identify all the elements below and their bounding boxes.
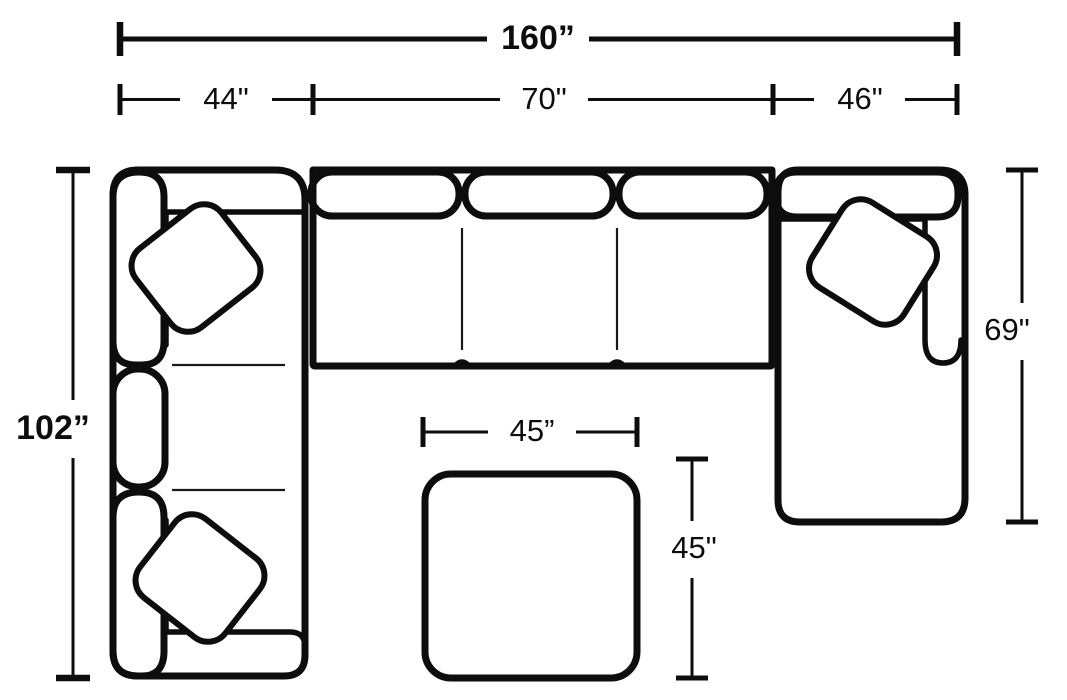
ottoman-group: [421, 470, 641, 682]
dimension-chaise-depth: 69": [984, 167, 1038, 525]
dimension-label-segment-right: 46": [837, 81, 883, 116]
center-section-body: [309, 166, 776, 370]
left-arm-facing-section: [109, 166, 309, 680]
dimension-segments-row: 44" 70" 46": [117, 81, 960, 116]
pillow-bottom-left: [132, 511, 268, 645]
dimension-ottoman-depth: 45": [671, 456, 717, 681]
ottoman-body: [421, 470, 641, 682]
dimension-label-overall-depth: 102”: [16, 409, 90, 447]
chaise-inner-arm: [922, 216, 964, 366]
center-seat-notch-1: [452, 359, 472, 369]
dimension-label-overall-width: 160”: [501, 19, 575, 57]
dimension-ottoman-width: 45”: [420, 413, 640, 448]
pillow-top-left: [128, 201, 264, 335]
chaise-back-cushion: [772, 168, 962, 221]
left-arm-segment-top: [109, 168, 168, 369]
pillow-chaise: [806, 196, 940, 328]
pillow-chaise-group: [806, 196, 940, 328]
pillow-bottom-left-group: [132, 511, 268, 645]
back-cushion-2: [461, 168, 617, 220]
dimension-overall-width: 160”: [116, 19, 961, 57]
center-armless-section: [307, 166, 776, 370]
back-cushion-1: [307, 168, 463, 220]
left-arm-segment-middle: [109, 365, 169, 491]
dimension-label-chaise-depth: 69": [984, 312, 1030, 347]
back-cushion-3: [615, 168, 771, 220]
dimension-label-ottoman-depth: 45": [671, 530, 717, 565]
left-bottom-corner-edge: [163, 629, 308, 650]
dimension-label-segment-center: 70": [521, 81, 567, 116]
dimension-label-ottoman-width: 45”: [510, 413, 555, 448]
dimension-overall-depth: 102”: [16, 166, 90, 682]
dimension-label-segment-left: 44": [203, 81, 249, 116]
center-seat-notch-2: [607, 359, 627, 369]
right-arm-facing-chaise: [772, 166, 969, 526]
pillow-top-left-group: [128, 201, 264, 335]
left-arm-segment-bottom: [109, 488, 168, 680]
